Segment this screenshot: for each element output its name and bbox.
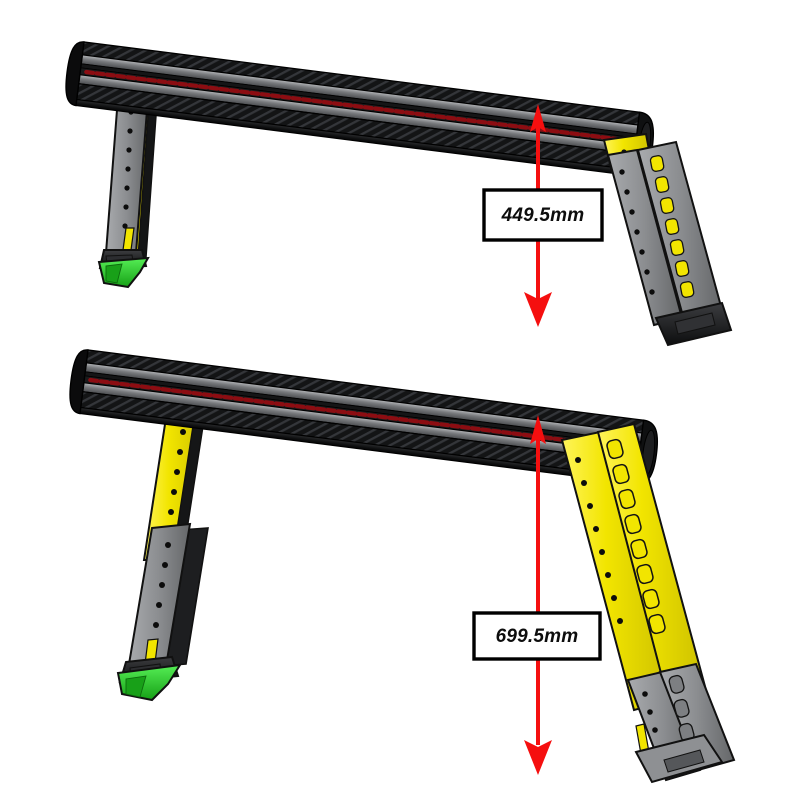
upper-dimension-value: 449.5mm [501,205,585,226]
upper-dimension-label-box [482,188,604,242]
lower-right-leg [560,422,736,784]
upper-rack-assembly: 449.5mm [63,40,733,347]
upper-dimension-arrow [524,104,552,327]
lower-arrow-head-up [530,415,546,444]
upper-right-leg-yellow-slots [649,155,695,298]
lower-dimension-label: 699.5mm [472,611,602,661]
lower-left-leg-gray-holes [150,542,171,648]
upper-arrow-head-down [524,292,552,327]
lower-right-leg-yellow-holes [575,457,623,624]
upper-arrow-head-up [530,104,546,132]
upper-dimension-label: 449.5mm [482,188,604,242]
lower-right-leg-gray-slots [668,674,700,766]
upper-right-leg-round-holes [619,169,655,295]
lower-dimension-label-box [472,611,602,661]
upper-right-leg [602,132,733,347]
lower-rack-assembly: 699.5mm [67,348,736,784]
lower-arrow-head-down [524,740,552,775]
lower-dimension-value: 699.5mm [496,626,579,647]
upper-left-leg [97,85,159,289]
lower-right-leg-slots [606,438,666,635]
lower-dimension-arrow [524,415,552,775]
